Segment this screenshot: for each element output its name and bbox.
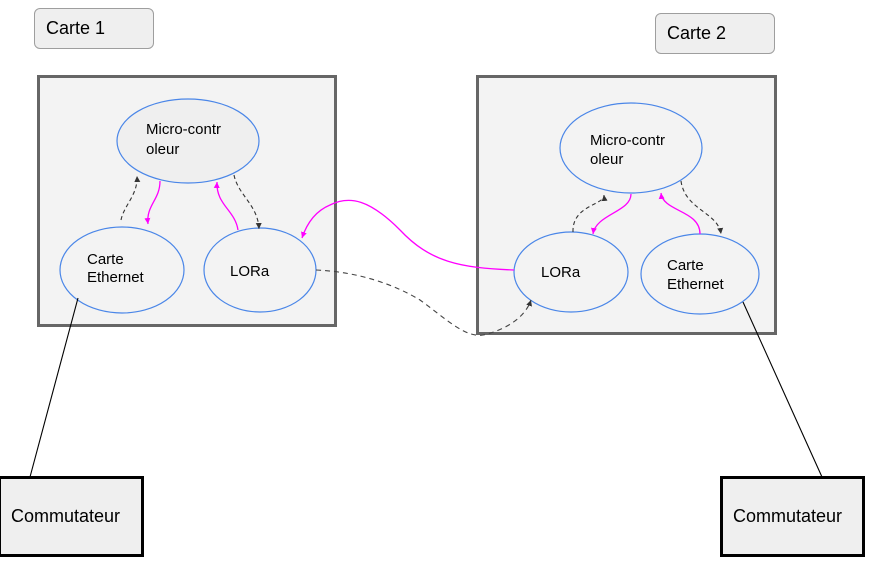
card-1-eth-to-mcu-dashed-link[interactable] <box>120 175 141 221</box>
card-1-mcu-to-lora-dashed-link[interactable] <box>233 174 262 230</box>
card-2-mcu-to-eth-dashed-link[interactable] <box>680 180 724 235</box>
card-1-mcu-line-2: oleur <box>146 141 179 158</box>
ethernet-1-to-switch-1-wire[interactable] <box>29 297 79 478</box>
card-1-mcu-node[interactable]: Micro-contr oleur <box>116 98 260 184</box>
card-2-mcu-to-lora-magenta-link[interactable] <box>590 193 632 235</box>
card-1-label-text: Carte 1 <box>46 18 106 38</box>
card-2-lora-to-mcu-dashed-link[interactable] <box>572 194 608 233</box>
lora-2-to-lora-1-magenta-link[interactable] <box>301 199 515 271</box>
switch-2[interactable]: Commutateur <box>720 476 865 557</box>
card-2-lora-node[interactable]: LORa <box>513 231 629 313</box>
card-1-ethernet-line-2: Ethernet <box>87 269 145 286</box>
switch-1[interactable]: Commutateur <box>0 476 144 557</box>
card-2-lora-label: LORa <box>541 264 581 281</box>
card-1-mcu-to-eth-magenta-link[interactable] <box>144 180 161 225</box>
card-2-label[interactable]: Carte 2 <box>655 13 775 54</box>
card-1-ethernet-node[interactable]: Carte Ethernet <box>59 226 185 314</box>
ethernet-2-to-switch-2-wire[interactable] <box>742 301 823 478</box>
card-2-label-text: Carte 2 <box>667 23 727 43</box>
switch-1-label: Commutateur <box>11 506 121 526</box>
lora-1-to-lora-2-dashed-link[interactable] <box>315 269 532 336</box>
card-2-mcu-line-2: oleur <box>590 151 623 168</box>
card-1-lora-node[interactable]: LORa <box>203 227 317 313</box>
card-1-label[interactable]: Carte 1 <box>34 8 154 49</box>
switch-2-label: Commutateur <box>733 506 843 526</box>
card-1-lora-to-mcu-magenta-link[interactable] <box>213 181 239 231</box>
card-2-ethernet-node[interactable]: Carte Ethernet <box>640 233 760 315</box>
card-1-mcu-line-1: Micro-contr <box>146 121 221 138</box>
card-2-mcu-line-1: Micro-contr <box>590 132 665 149</box>
card-1-lora-label: LORa <box>230 263 270 280</box>
card-2-ethernet-line-1: Carte <box>667 257 704 274</box>
card-2-eth-to-mcu-magenta-link[interactable] <box>658 192 701 235</box>
card-2-mcu-node[interactable]: Micro-contr oleur <box>559 102 703 194</box>
card-1-ethernet-line-1: Carte <box>87 251 124 268</box>
card-2-ethernet-line-2: Ethernet <box>667 276 725 293</box>
